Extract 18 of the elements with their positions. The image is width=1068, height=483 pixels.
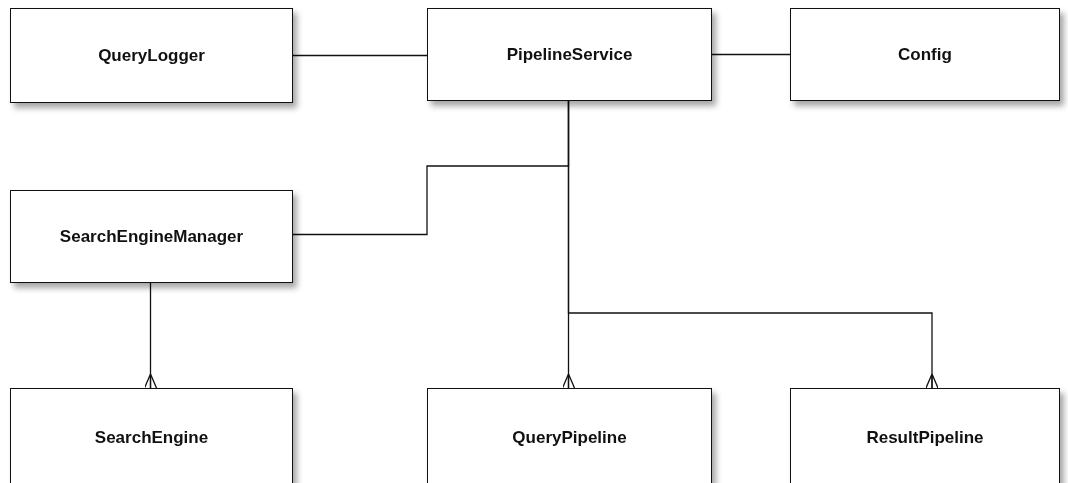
class-name: SearchEngine	[94, 428, 209, 448]
connector-line	[711, 53, 791, 56]
class-box	[10, 190, 293, 283]
crows-foot-connector	[143, 282, 158, 389]
class-name: QueryPipeline	[512, 428, 627, 448]
class-box	[10, 388, 293, 483]
class-box	[790, 8, 1060, 101]
class-box	[790, 388, 1060, 483]
connector-line	[292, 54, 428, 57]
crows-foot-connector	[567, 100, 939, 389]
class-name: PipelineService	[506, 44, 633, 65]
class-name: Config	[898, 44, 952, 65]
class-name: QueryLogger	[98, 45, 205, 66]
class-name: SearchEngineManager	[59, 226, 244, 247]
class-name: ResultPipeline	[866, 428, 984, 448]
class-box	[10, 8, 293, 103]
class-box	[427, 8, 712, 101]
class-box	[427, 388, 712, 483]
